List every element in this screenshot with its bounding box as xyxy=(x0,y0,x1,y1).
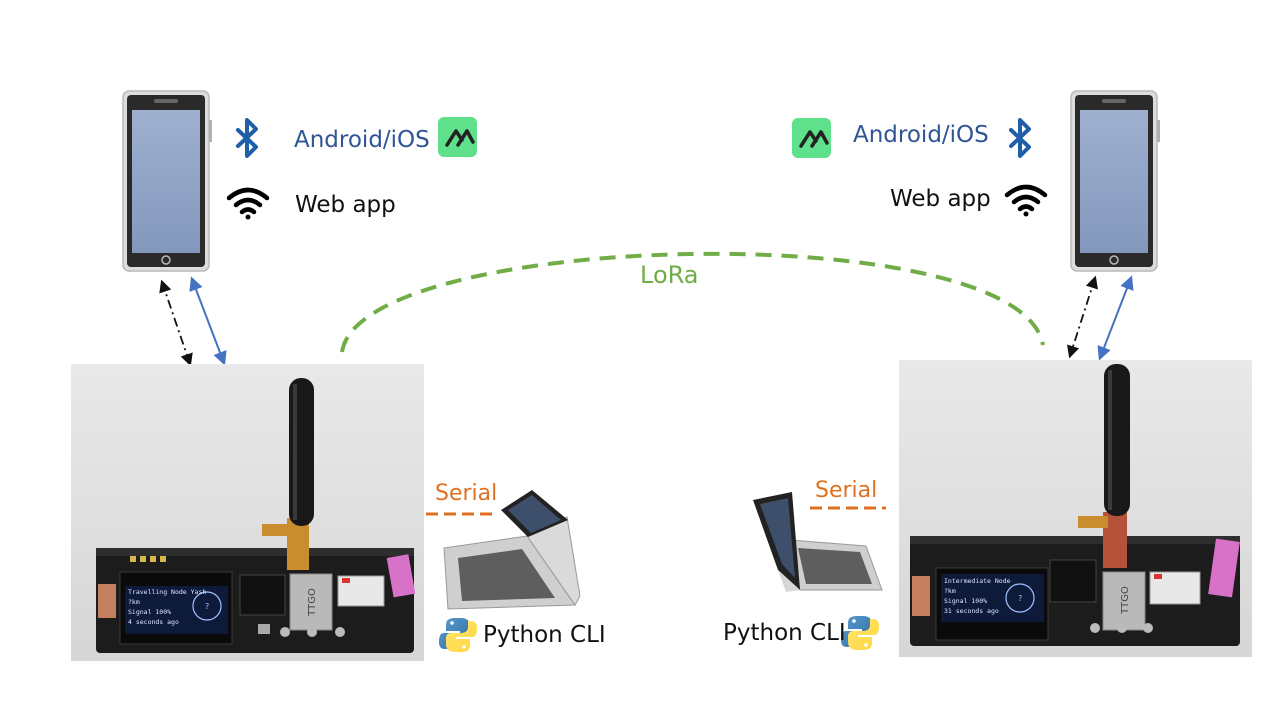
wifi-icon xyxy=(226,187,270,220)
left-laptop xyxy=(443,490,581,610)
right-app-label: Android/iOS xyxy=(853,122,989,148)
bluetooth-icon xyxy=(1009,118,1031,158)
oled-line: Signal 100% xyxy=(128,608,171,616)
oled-line: 4 seconds ago xyxy=(128,618,179,626)
left-web-app-label: Web app xyxy=(295,192,396,218)
oled-line: Intermediate Node xyxy=(944,577,1011,585)
oled-line: Travelling Node Yash xyxy=(128,588,206,596)
lora-label: LoRa xyxy=(640,261,699,289)
left-lora-device-photo: ? TTGO xyxy=(71,364,424,661)
right-web-app-label: Web app xyxy=(890,186,991,212)
left-oled-text: Travelling Node Yash ?km Signal 100% 4 s… xyxy=(128,588,206,626)
right-oled-text: Intermediate Node ?km Signal 100% 31 sec… xyxy=(944,577,1011,615)
wifi-link-arrow xyxy=(1067,275,1098,359)
left-serial-label: Serial xyxy=(435,481,498,506)
wifi-icon xyxy=(1004,184,1048,217)
left-app-label: Android/iOS xyxy=(294,127,430,153)
bluetooth-link-arrow xyxy=(189,276,227,366)
oled-line: ?km xyxy=(944,587,956,595)
oled-line: ?km xyxy=(128,598,140,606)
meshtastic-app-icon xyxy=(438,117,477,157)
right-python-cli-label: Python CLI xyxy=(723,620,846,646)
oled-line: Signal 100% xyxy=(944,597,987,605)
svg-text:?: ? xyxy=(1018,594,1022,603)
right-module-label: TTGO xyxy=(1120,586,1131,615)
oled-line: 31 seconds ago xyxy=(944,607,999,615)
python-icon xyxy=(439,618,477,652)
right-phone xyxy=(1070,90,1160,272)
bluetooth-icon xyxy=(236,118,258,158)
bluetooth-link-arrow xyxy=(1097,275,1134,361)
left-module-label: TTGO xyxy=(307,588,318,617)
left-phone xyxy=(122,90,212,272)
right-lora-device-photo: ? TTGO xyxy=(899,360,1252,657)
python-icon xyxy=(841,616,879,650)
lora-link-arc xyxy=(340,251,1045,353)
left-python-cli-label: Python CLI xyxy=(483,622,606,648)
wifi-link-arrow xyxy=(159,279,193,367)
right-serial-label: Serial xyxy=(815,478,878,503)
svg-text:?: ? xyxy=(205,602,209,611)
meshtastic-app-icon xyxy=(792,118,831,158)
right-laptop xyxy=(753,492,883,592)
